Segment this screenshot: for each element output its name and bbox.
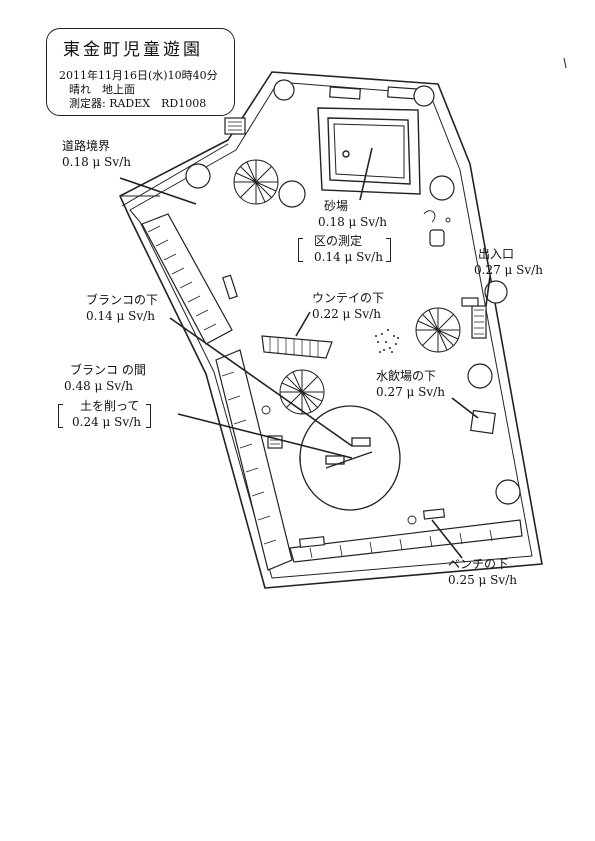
header-box: 東金町児童遊園 2011年11月16日(水)10時40分 晴れ 地上面 測定器:… bbox=[46, 28, 235, 116]
between-swing-label: ブランコ の間 0.48 μ Sv/h bbox=[64, 363, 146, 393]
trees bbox=[185, 79, 521, 505]
measurement-date: 2011年11月16日(水)10時40分 bbox=[59, 69, 218, 82]
park-title: 東金町児童遊園 bbox=[63, 40, 203, 60]
sandbox-section-label: 区の測定 0.14 μ Sv/h bbox=[314, 234, 383, 264]
shrub bbox=[375, 329, 399, 353]
drinking-fountain bbox=[470, 409, 496, 435]
hedge-left bbox=[141, 213, 523, 571]
sandbox bbox=[317, 107, 421, 195]
park-boundary bbox=[119, 71, 543, 589]
unteyi-bars bbox=[261, 335, 333, 359]
under-swing-label: ブランコの下 0.14 μ Sv/h bbox=[86, 293, 159, 323]
swing-area bbox=[299, 405, 401, 511]
sandbox-label: 砂場 0.18 μ Sv/h bbox=[318, 199, 387, 229]
soil-removed-label: 土を削って 0.24 μ Sv/h bbox=[72, 399, 141, 429]
road-boundary-label: 道路境界 0.18 μ Sv/h bbox=[62, 139, 131, 169]
callout-lines bbox=[119, 147, 491, 559]
under-bench-label: ベンチの下 0.25 μ Sv/h bbox=[448, 557, 517, 587]
entrance-label: 出入口 0.27 μ Sv/h bbox=[474, 247, 543, 277]
weather-note: 晴れ 地上面 bbox=[69, 83, 135, 96]
under-fountain-label: 水飲場の下 0.27 μ Sv/h bbox=[376, 369, 445, 399]
bench bbox=[422, 508, 446, 520]
device-note: 測定器: RADEX RD1008 bbox=[69, 97, 207, 110]
under-unteyi-label: ウンテイの下 0.22 μ Sv/h bbox=[312, 291, 385, 321]
